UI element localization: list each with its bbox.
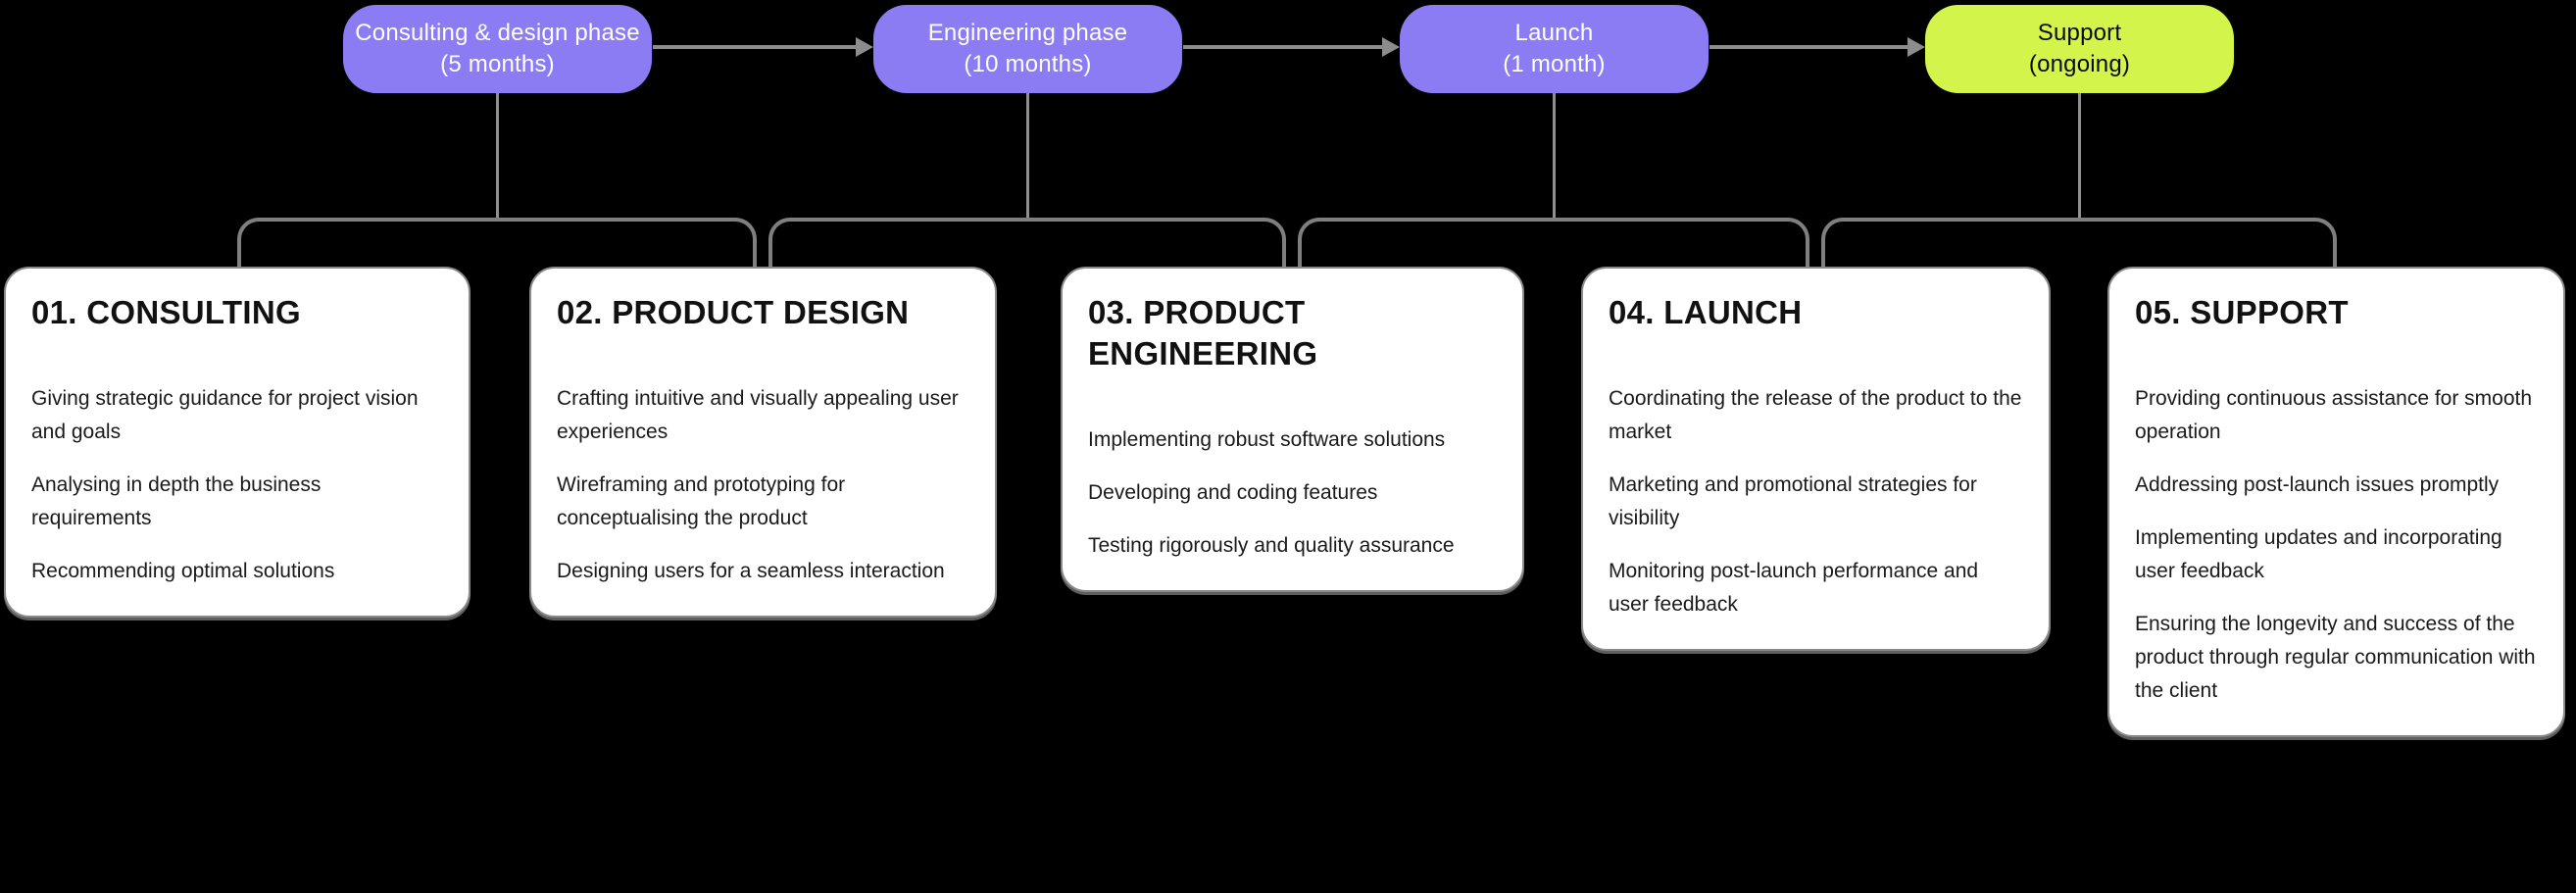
- card-item: Monitoring post-launch performance and u…: [1609, 560, 1979, 616]
- connector-bracket: [1821, 218, 2337, 267]
- card-item: Coordinating the release of the product …: [1609, 387, 2022, 443]
- arrow-right-icon: [1709, 37, 1925, 57]
- arrow-shaft: [1183, 45, 1382, 49]
- phase-pill-support: Support (ongoing): [1925, 5, 2234, 93]
- phase-title: Consulting & design phase: [355, 20, 640, 46]
- card-product-engineering: 03. PRODUCT ENGINEERING Implementing rob…: [1061, 267, 1524, 592]
- connector-stem: [1553, 93, 1556, 219]
- card-consulting: 01. CONSULTING Giving strategic guidance…: [4, 267, 471, 618]
- card-item: Implementing robust software solutions: [1088, 428, 1446, 451]
- arrow-shaft: [1709, 45, 1907, 49]
- phase-pill-engineering: Engineering phase (10 months): [873, 5, 1182, 93]
- connector-bracket: [1298, 218, 1809, 267]
- card-item: Testing rigorously and quality assurance: [1088, 534, 1455, 557]
- card-title: 04. LAUNCH: [1609, 294, 1803, 330]
- arrow-head-icon: [856, 37, 873, 57]
- arrow-shaft: [653, 45, 856, 49]
- card-item: Providing continuous assistance for smoo…: [2135, 387, 2533, 443]
- card-item: Implementing updates and incorporating u…: [2135, 526, 2502, 582]
- card-item: Recommending optimal solutions: [31, 560, 335, 582]
- arrow-right-icon: [1183, 37, 1400, 57]
- phase-duration: (ongoing): [2028, 51, 2131, 77]
- card-title: 01. CONSULTING: [31, 294, 301, 330]
- phase-pill-launch: Launch (1 month): [1400, 5, 1709, 93]
- phase-duration: (5 months): [440, 51, 555, 77]
- phase-title: Support: [2037, 20, 2122, 46]
- card-item: Designing users for a seamless interacti…: [557, 560, 945, 582]
- connector-stem: [2078, 93, 2081, 219]
- phase-pill-consulting-design: Consulting & design phase (5 months): [343, 5, 652, 93]
- card-support: 05. SUPPORT Providing continuous assista…: [2107, 267, 2565, 737]
- phase-duration: (1 month): [1503, 51, 1606, 77]
- card-item: Addressing post-launch issues promptly: [2135, 473, 2500, 496]
- connector-stem: [1026, 93, 1029, 219]
- card-item: Ensuring the longevity and success of th…: [2135, 613, 2536, 702]
- phase-title: Launch: [1514, 20, 1594, 46]
- connector-stem: [496, 93, 499, 219]
- card-title: 05. SUPPORT: [2135, 294, 2349, 330]
- arrow-head-icon: [1907, 37, 1925, 57]
- card-item: Giving strategic guidance for project vi…: [31, 387, 419, 443]
- card-item: Analysing in depth the business requirem…: [31, 473, 322, 529]
- connector-bracket: [768, 218, 1286, 267]
- arrow-head-icon: [1382, 37, 1400, 57]
- phase-title: Engineering phase: [927, 20, 1128, 46]
- card-item: Crafting intuitive and visually appealin…: [557, 387, 959, 443]
- card-launch: 04. LAUNCH Coordinating the release of t…: [1581, 267, 2051, 651]
- card-product-design: 02. PRODUCT DESIGN Crafting intuitive an…: [529, 267, 997, 618]
- connector-bracket: [237, 218, 757, 267]
- card-item: Developing and coding features: [1088, 481, 1378, 504]
- card-title: 03. PRODUCT ENGINEERING: [1088, 294, 1318, 372]
- card-title: 02. PRODUCT DESIGN: [557, 294, 910, 330]
- arrow-right-icon: [653, 37, 873, 57]
- card-item: Wireframing and prototyping for conceptu…: [557, 473, 846, 529]
- phase-duration: (10 months): [964, 51, 1092, 77]
- card-item: Marketing and promotional strategies for…: [1609, 473, 1977, 529]
